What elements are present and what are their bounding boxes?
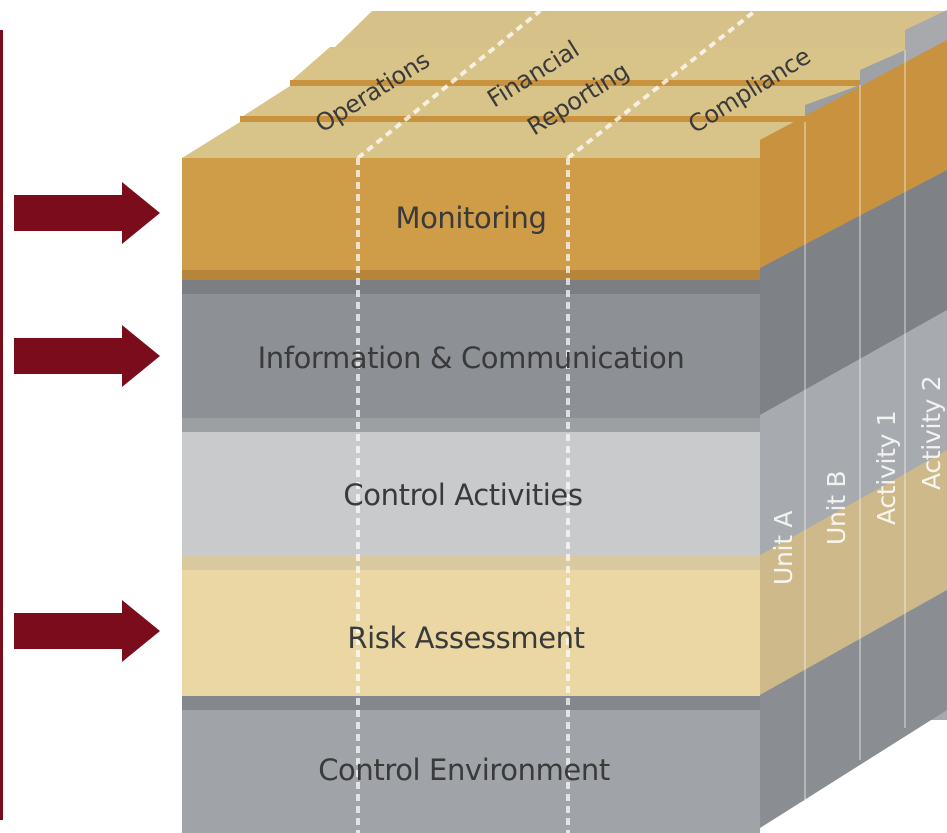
cube-top: Operations Financial Reporting Complianc… xyxy=(182,9,947,160)
activity-1-label: Activity 1 xyxy=(872,411,901,525)
arrow-info-communication xyxy=(14,325,160,387)
cube-front: Monitoring Information & Communication C… xyxy=(182,158,760,833)
unit-a-label: Unit A xyxy=(769,511,798,585)
side-monitoring xyxy=(760,40,947,268)
layer-control-activities xyxy=(182,432,760,556)
side-info xyxy=(760,170,947,415)
top-slab-1 xyxy=(182,122,845,158)
label-control-environment: Control Environment xyxy=(318,753,610,787)
arrows xyxy=(14,182,160,662)
arrow-monitoring xyxy=(14,182,160,244)
cube-side: Unit A Unit B Activity 1 Activity 2 xyxy=(760,10,947,828)
arrow-risk-assessment xyxy=(14,600,160,662)
top-slab-2 xyxy=(240,86,875,118)
label-monitoring: Monitoring xyxy=(395,201,546,235)
label-control-activities: Control Activities xyxy=(343,478,582,512)
side-control-activities xyxy=(760,310,947,555)
top-divider-1 xyxy=(356,9,542,160)
top-slab-3 xyxy=(290,47,915,82)
label-info-communication: Information & Communication xyxy=(258,341,685,375)
layer-info xyxy=(182,294,760,418)
layer-risk-top xyxy=(182,556,760,570)
layer-monitoring-shadow xyxy=(182,270,760,280)
layer-monitoring xyxy=(182,158,760,280)
unit-b-label: Unit B xyxy=(822,471,851,545)
layer-env-top xyxy=(182,696,760,710)
layer-control-top xyxy=(182,418,760,432)
side-risk xyxy=(760,450,947,695)
layer-risk xyxy=(182,570,760,696)
top-divider-2 xyxy=(566,9,757,160)
top-slab-4 xyxy=(330,11,947,52)
side-environment xyxy=(760,590,947,828)
layer-environment xyxy=(182,710,760,833)
activity-2-label: Activity 2 xyxy=(917,376,946,490)
left-accent-bar xyxy=(0,30,3,820)
top-slab-3-edge xyxy=(290,80,890,90)
layer-info-top xyxy=(182,280,760,294)
label-risk-assessment: Risk Assessment xyxy=(347,621,584,655)
top-slab-2-edge xyxy=(240,116,845,126)
